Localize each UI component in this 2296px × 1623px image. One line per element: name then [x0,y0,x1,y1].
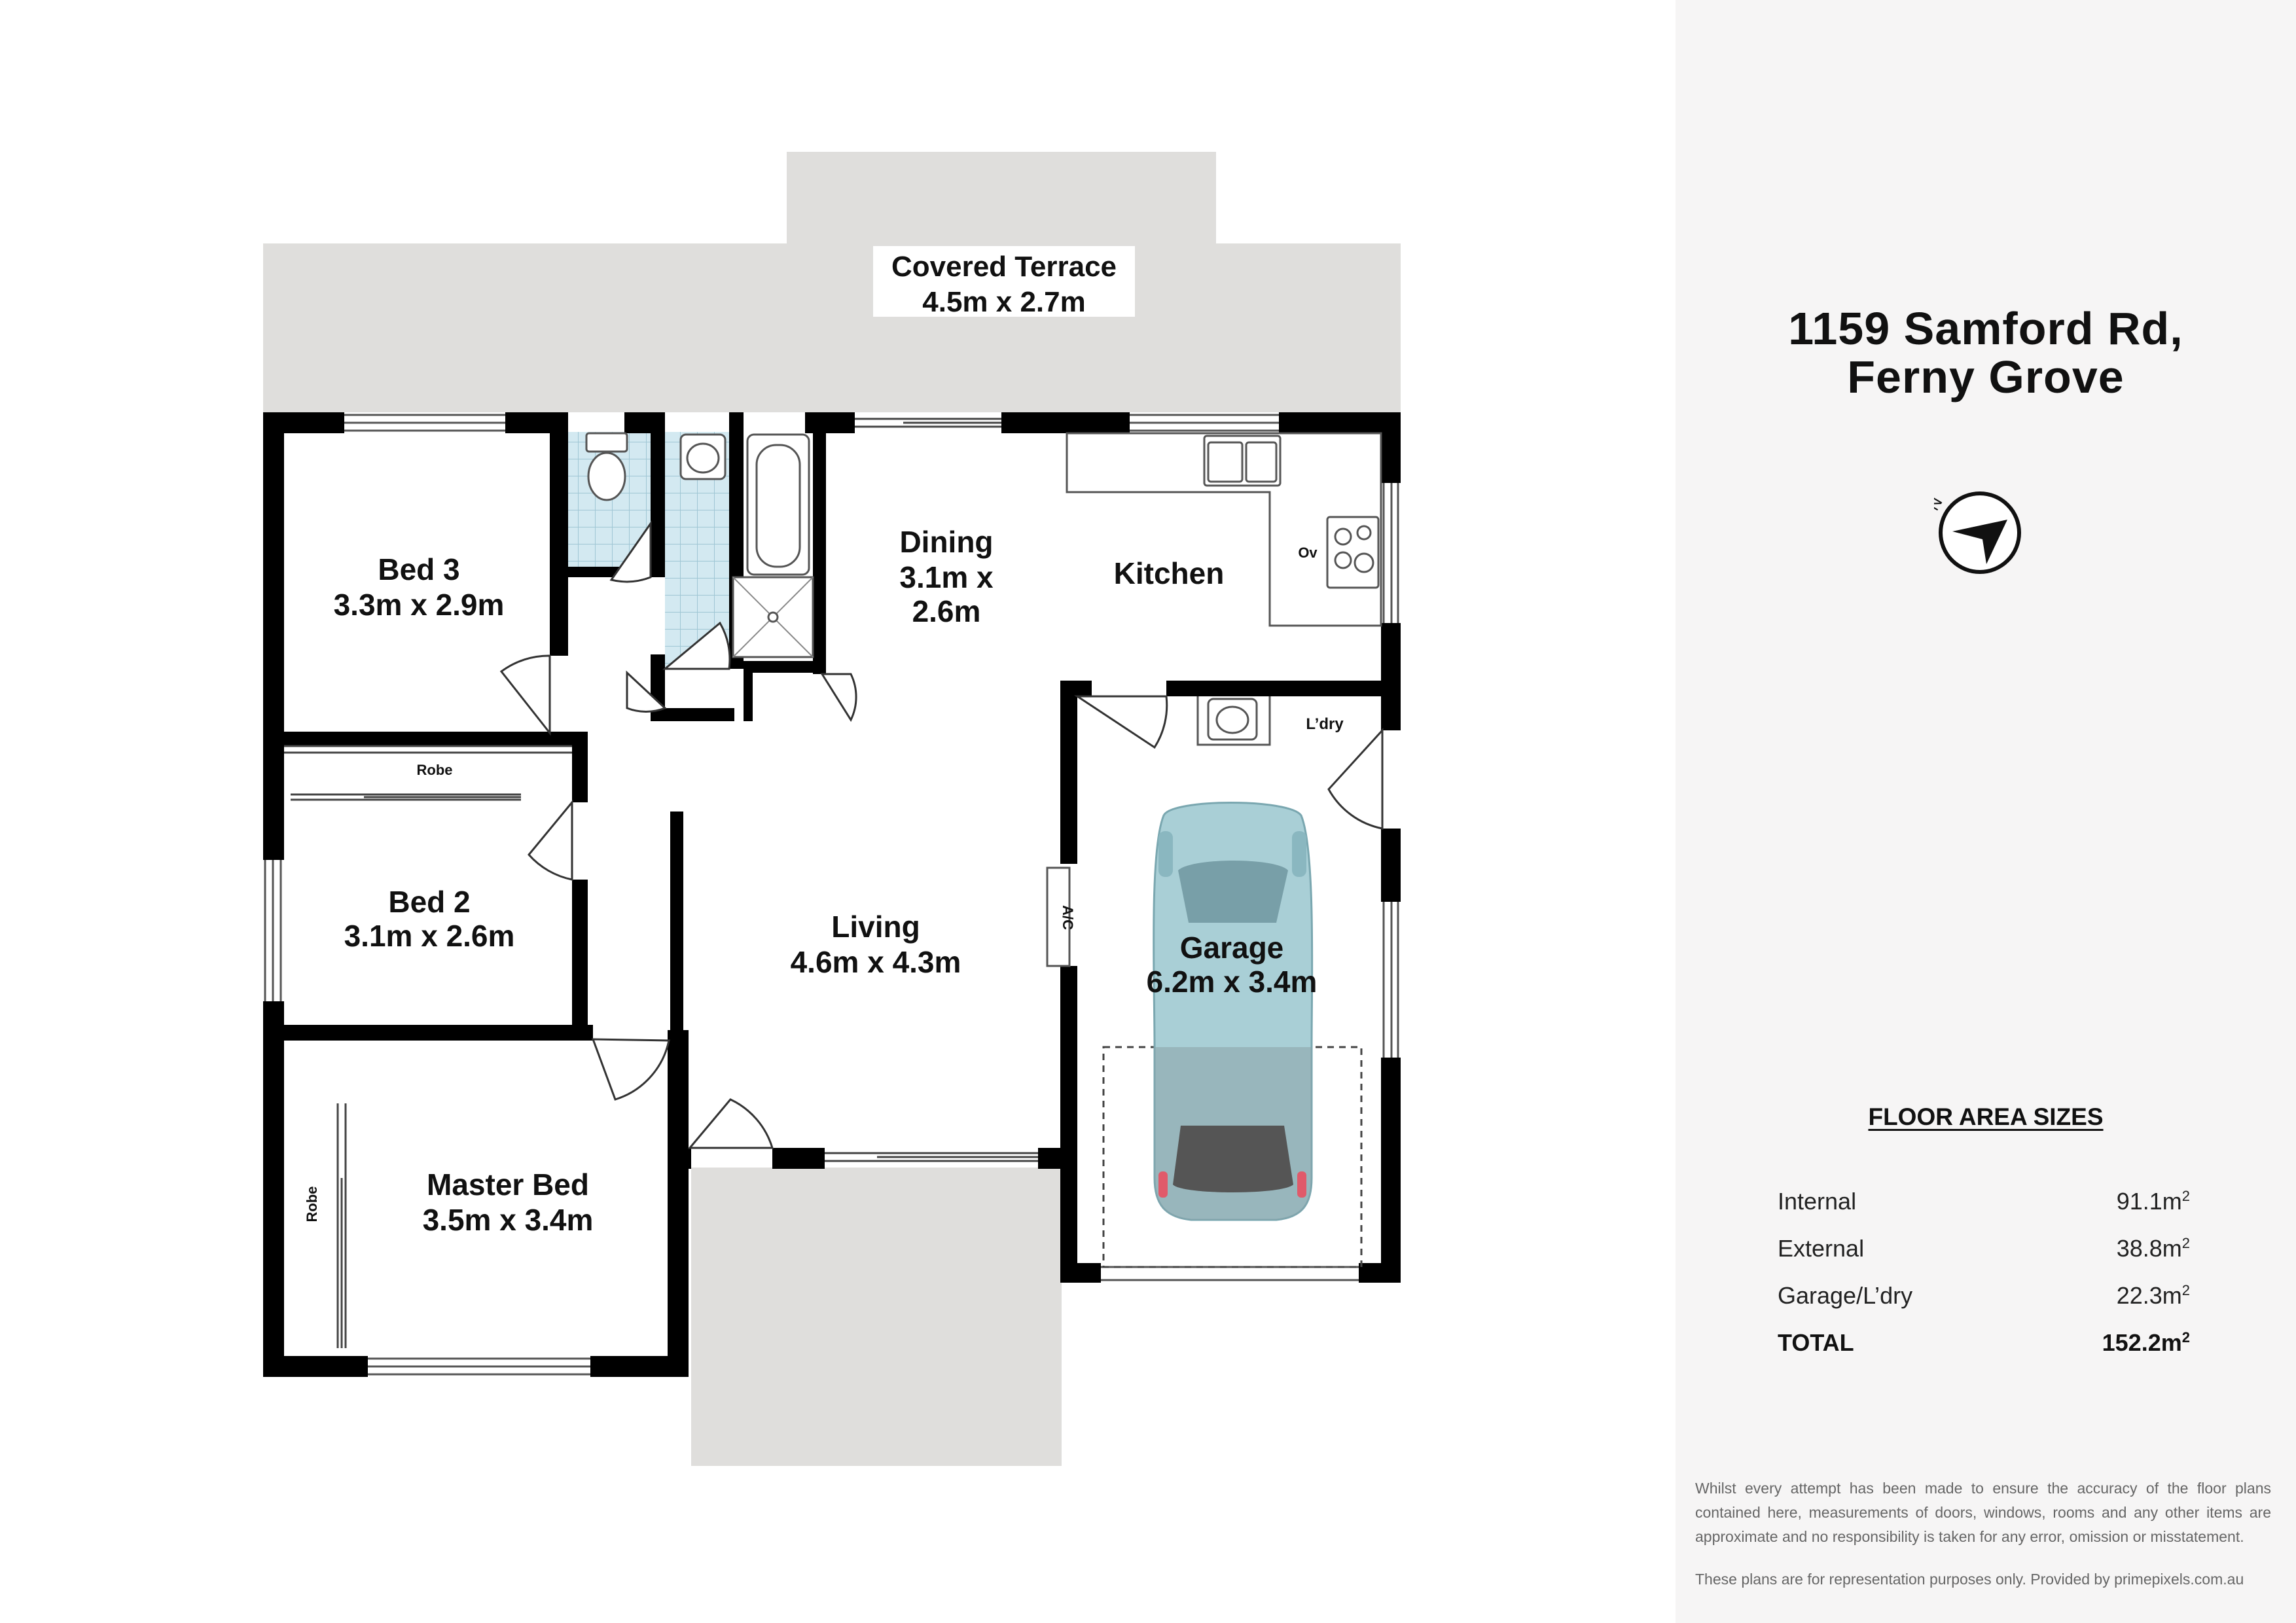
disclaimer-text: Whilst every attempt has been made to en… [1695,1480,2271,1545]
master-bed-name: Master Bed [427,1168,589,1202]
laundry-label: L’dry [1306,715,1344,733]
dining-name: Dining [899,525,993,559]
info-panel: 1159 Samford Rd, Ferny Grove FLOOR AREA … [1676,0,2296,1623]
covered-terrace-size: 4.5m x 2.7m [922,286,1086,318]
room-labels: Covered Terrace 4.5m x 2.7m Bed 3 3.3m x… [304,246,1344,1237]
kitchen-name: Kitchen [1114,556,1225,590]
robe-bed2-label: Robe [417,762,453,778]
area-value: 22.3m2 [2116,1282,2190,1309]
outdoor-areas [263,152,1401,1466]
oven-label: Ov [1298,544,1318,561]
robe-master-label: Robe [304,1186,320,1222]
bed3-name: Bed 3 [378,552,459,586]
area-label: External [1778,1235,1865,1262]
covered-terrace-name: Covered Terrace [891,251,1117,283]
ac-unit [1046,866,1071,967]
master-bed-size: 3.5m x 3.4m [423,1203,594,1237]
dining-size-line2: 2.6m [912,594,981,628]
dining-size-line1: 3.1m x [899,560,994,594]
walls [263,412,1401,1377]
garage-size: 6.2m x 3.4m [1147,965,1318,999]
area-row-garage-laundry: Garage/L’dry 22.3m2 [1778,1272,2190,1319]
terrace-left-area [263,243,787,412]
area-row-external: External 38.8m2 [1778,1225,2190,1272]
north-letter: N [1934,493,1946,514]
floor-area-table: Internal 91.1m2 External 38.8m2 Garage/L… [1778,1178,2190,1366]
living-size: 4.6m x 4.3m [791,945,961,979]
ac-label: A/C [1060,905,1076,930]
north-arrow-icon: N [1934,491,2021,574]
living-name: Living [831,910,920,944]
garage-parking-zone [1102,1046,1363,1268]
address-line2: Ferny Grove [1847,351,2125,402]
garage-name: Garage [1180,931,1284,965]
address-line1: 1159 Samford Rd, [1788,303,2183,354]
toilet-bowl-icon [587,452,626,501]
area-label: Garage/L’dry [1778,1282,1913,1309]
area-label: Internal [1778,1188,1857,1215]
area-value: 38.8m2 [2116,1235,2190,1262]
cooktop-icon [1326,516,1380,589]
area-row-internal: Internal 91.1m2 [1778,1178,2190,1225]
car-icon [1102,802,1363,1268]
floor-plan: Covered Terrace 4.5m x 2.7m Bed 3 3.3m x… [263,152,1401,1466]
toilet-icon [585,432,628,453]
area-value: 91.1m2 [2116,1188,2190,1215]
total-value: 152.2m2 [2102,1329,2190,1356]
bed2-size: 3.1m x 2.6m [344,919,515,953]
provided-by-text: These plans are for representation purpo… [1695,1571,2244,1588]
kitchen-bench [1066,432,1382,627]
total-label: TOTAL [1778,1329,1854,1356]
sliding-doors [284,418,1038,1348]
floor-area-heading: FLOOR AREA SIZES [1868,1103,2104,1130]
fixtures [585,432,1382,967]
terrace-right-area [1216,243,1401,412]
bed3-size: 3.3m x 2.9m [334,588,505,622]
door-swings [499,520,1384,1149]
front-porch-area [691,1168,1062,1466]
bed2-name: Bed 2 [388,885,470,919]
area-row-total: TOTAL 152.2m2 [1778,1319,2190,1366]
